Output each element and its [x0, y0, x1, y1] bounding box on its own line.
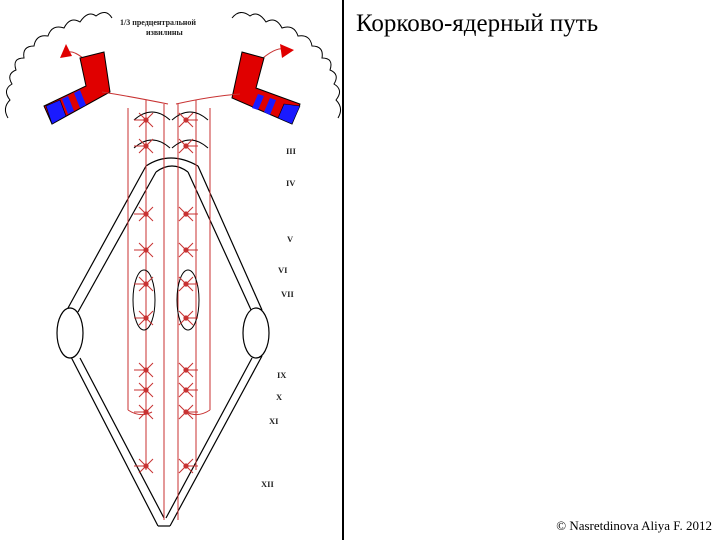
arrow-left-icon — [60, 44, 72, 58]
nucleus-group-left — [132, 269, 156, 331]
arrow-right-icon — [280, 44, 294, 58]
nucleus-label-ix: IX — [277, 370, 287, 380]
nucleus-arches — [133, 111, 209, 149]
motor-neurons — [134, 112, 198, 474]
nucleus-label-xii: XII — [261, 479, 274, 489]
nucleus-label-v: V — [287, 234, 294, 244]
neuron-dendrites — [178, 276, 198, 292]
neuron-dendrites — [134, 138, 154, 154]
neuron-dendrites — [134, 242, 154, 258]
cortico-nuclear-diagram: 1/3 предцентральной извилины — [0, 0, 345, 540]
nucleus-label-xi: XI — [269, 416, 279, 426]
neuron-dendrites — [178, 206, 198, 222]
neuron-dendrites — [178, 138, 198, 154]
neuron-dendrites — [178, 382, 198, 398]
neuron-dendrites — [178, 404, 198, 420]
neuron-dendrites — [178, 242, 198, 258]
panel-divider — [342, 0, 344, 540]
cortical-limb-left — [43, 51, 111, 125]
copyright-text: © Nasretdinova Aliya F. 2012 — [556, 518, 712, 533]
nucleus-label-iii: III — [286, 146, 297, 156]
nucleus-label-vii: VII — [281, 289, 294, 299]
cerebral-peduncle-right — [242, 307, 270, 359]
cortex-outline-left — [4, 12, 113, 119]
fiber-left-descending — [101, 91, 169, 105]
nucleus-label-x: X — [276, 392, 283, 402]
nucleus-label-vi: VI — [278, 265, 288, 275]
neuron-dendrites — [178, 310, 198, 326]
descending-tracts — [127, 100, 211, 520]
fiber-right-descending — [175, 93, 241, 105]
neuron-dendrites — [134, 206, 154, 222]
neuron-dendrites — [134, 112, 154, 128]
neuron-dendrites — [134, 404, 154, 420]
nucleus-group-right — [176, 269, 200, 331]
brainstem-outline — [67, 157, 263, 527]
neuron-dendrites — [178, 362, 198, 378]
cerebral-peduncle-left — [56, 307, 84, 359]
neuron-dendrites — [134, 382, 154, 398]
neuron-dendrites — [134, 458, 154, 474]
nucleus-label-iv: IV — [286, 178, 296, 188]
caption-line-1: 1/3 предцентральной — [120, 18, 196, 27]
neuron-dendrites — [178, 458, 198, 474]
cortical-limb-right — [231, 51, 301, 125]
neuron-dendrites — [178, 112, 198, 128]
slide-title: Корково-ядерный путь — [356, 10, 599, 37]
neuron-dendrites — [134, 362, 154, 378]
neuron-dendrites — [134, 310, 154, 326]
cortex-outline-right — [231, 12, 342, 119]
caption-line-2: извилины — [146, 28, 183, 37]
neuron-dendrites — [134, 276, 154, 292]
